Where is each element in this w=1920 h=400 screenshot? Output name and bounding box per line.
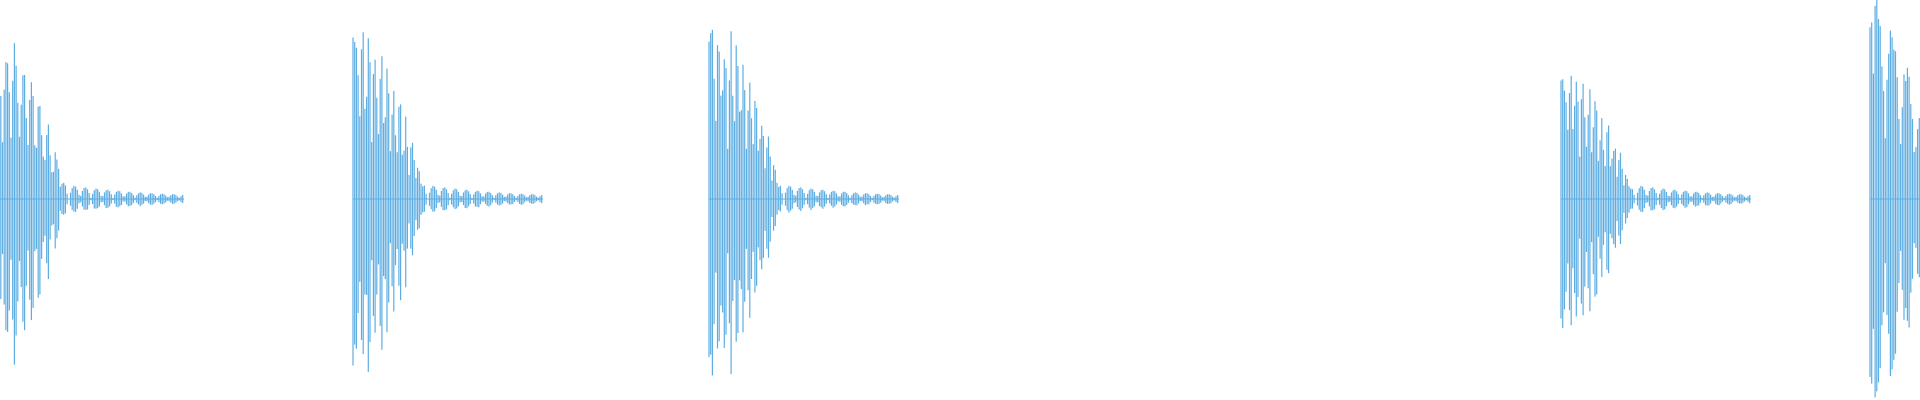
waveform-burst	[708, 29, 899, 376]
waveform-burst-signal	[1560, 75, 1751, 328]
waveform-burst-signal	[352, 32, 543, 372]
waveform-burst	[352, 32, 543, 372]
waveform-burst-signal	[708, 29, 899, 376]
waveform-burst-signal	[1869, 0, 1920, 398]
waveform-burst	[1560, 75, 1751, 328]
waveform-burst	[1869, 0, 1920, 398]
waveform-burst	[0, 43, 184, 365]
waveform-burst-signal	[0, 43, 184, 365]
